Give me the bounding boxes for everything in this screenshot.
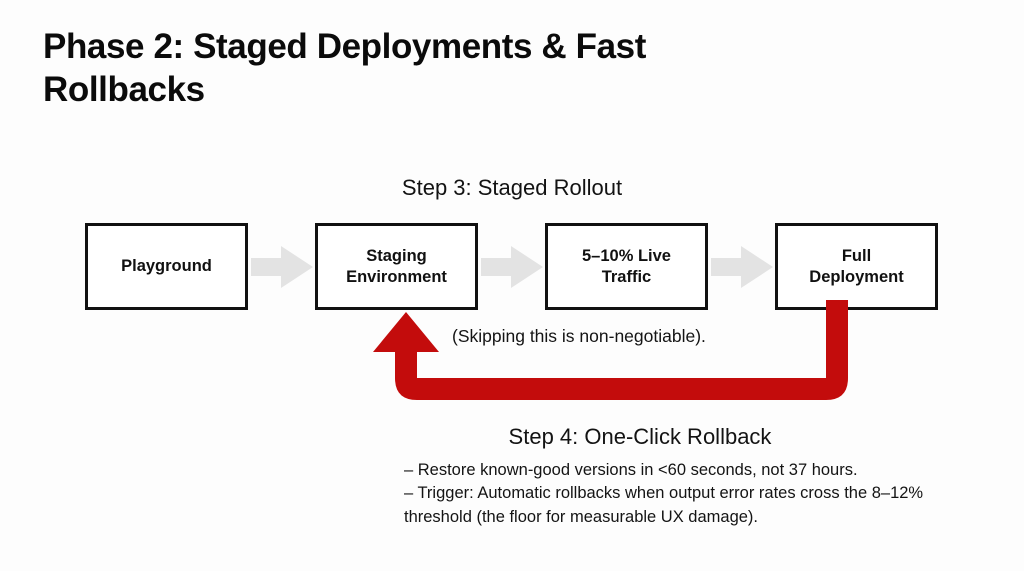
staged-rollout-note: (Skipping this is non-negotiable). (452, 326, 706, 346)
list-item: – Restore known-good versions in <60 sec… (404, 461, 858, 479)
flow-box-staging-environment: Staging Environment (315, 223, 478, 310)
right-arrow-icon (251, 246, 313, 288)
list-item: – Trigger: Automatic rollbacks when outp… (404, 484, 928, 526)
flow-box-full-deployment: Full Deployment (775, 223, 938, 310)
flow-box-label: Staging Environment (346, 246, 447, 286)
rollback-arrow-icon (373, 300, 848, 400)
step-4-heading: Step 4: One-Click Rollback (508, 424, 772, 449)
page-title: Phase 2: Staged Deployments & Fast Rollb… (43, 27, 646, 109)
step-4-bullet-list: – Restore known-good versions in <60 sec… (404, 459, 964, 529)
flow-box-label: 5–10% Live Traffic (582, 246, 671, 286)
step-3-heading: Step 3: Staged Rollout (401, 175, 623, 200)
flow-box-playground: Playground (85, 223, 248, 310)
flow-box-label: Playground (121, 257, 212, 276)
right-arrow-icon (481, 246, 543, 288)
flow-box-label: Full Deployment (809, 246, 904, 286)
right-arrow-icon (711, 246, 773, 288)
flow-box-live-traffic: 5–10% Live Traffic (545, 223, 708, 310)
